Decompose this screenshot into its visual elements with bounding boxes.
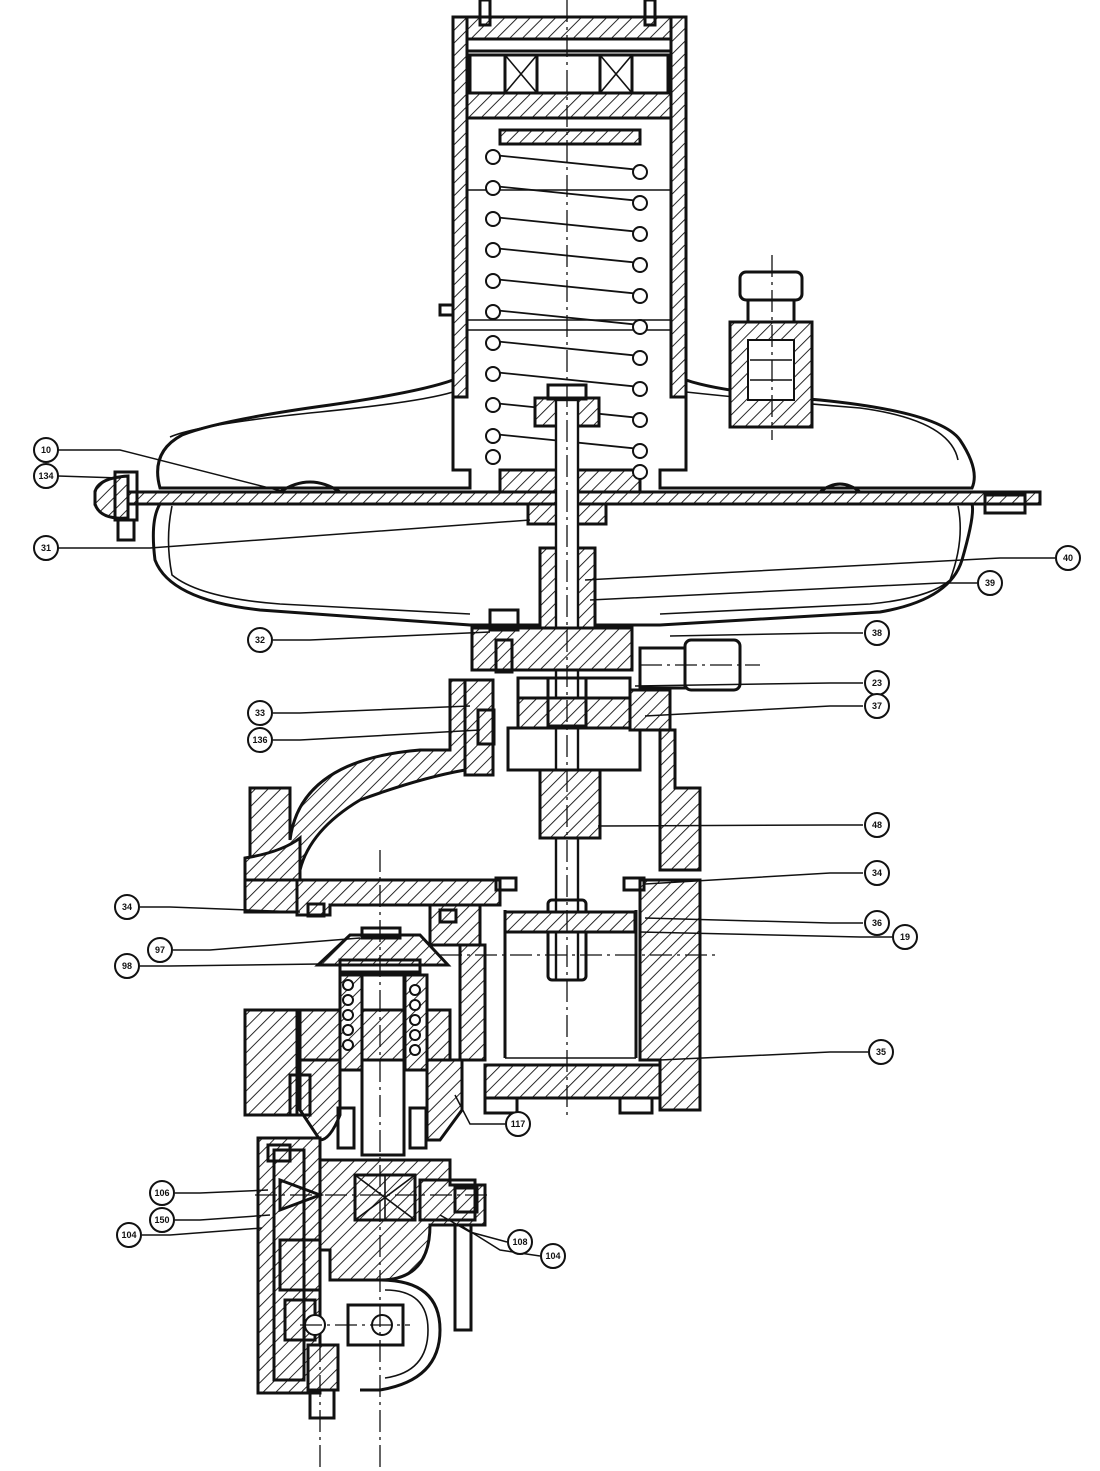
lower-valve [288, 926, 464, 1157]
callout-label: 104 [121, 1230, 136, 1240]
callout-label: 106 [154, 1188, 169, 1198]
callout-10: 10 [33, 437, 59, 463]
callout-label: 134 [38, 471, 53, 481]
callout-34-right: 34 [864, 860, 890, 886]
callout-label: 38 [872, 628, 882, 638]
callout-117: 117 [505, 1111, 531, 1137]
callout-48: 48 [864, 812, 890, 838]
center-lines [255, 0, 773, 1471]
callout-39: 39 [977, 570, 1003, 596]
callout-40: 40 [1055, 545, 1081, 571]
pilot-body [256, 1136, 487, 1420]
callout-150: 150 [149, 1207, 175, 1233]
callout-98: 98 [114, 953, 140, 979]
callout-134: 134 [33, 463, 59, 489]
callout-label: 10 [41, 445, 51, 455]
callout-label: 40 [1063, 553, 1073, 563]
callout-37: 37 [864, 693, 890, 719]
callout-label: 37 [872, 701, 882, 711]
callouts: 10 134 31 40 39 32 38 23 [33, 437, 1081, 1269]
callout-32: 32 [247, 627, 273, 653]
callout-23: 23 [864, 670, 890, 696]
callout-label: 23 [872, 678, 882, 688]
callout-38: 38 [864, 620, 890, 646]
callout-31: 31 [33, 535, 59, 561]
callout-label: 19 [900, 932, 910, 942]
vent-fitting [728, 270, 814, 429]
callout-97: 97 [147, 937, 173, 963]
callout-104-left: 104 [116, 1222, 142, 1248]
callout-label: 34 [872, 868, 882, 878]
callout-label: 36 [872, 918, 882, 928]
callout-label: 32 [255, 635, 265, 645]
callout-label: 34 [122, 902, 132, 912]
callout-106: 106 [149, 1180, 175, 1206]
callout-label: 117 [511, 1119, 526, 1129]
callout-19: 19 [892, 924, 918, 950]
callout-34-left: 34 [114, 894, 140, 920]
callout-35: 35 [868, 1039, 894, 1065]
callout-136: 136 [247, 727, 273, 753]
callout-label: 31 [41, 543, 51, 553]
callout-label: 33 [255, 708, 265, 718]
callout-label: 104 [545, 1251, 560, 1261]
spring-housing [438, 0, 688, 494]
callout-label: 108 [512, 1237, 527, 1247]
callout-104-right: 104 [540, 1243, 566, 1269]
callout-label: 35 [876, 1047, 886, 1057]
callout-label: 48 [872, 820, 882, 830]
callout-33: 33 [247, 700, 273, 726]
callout-36: 36 [864, 910, 890, 936]
callout-label: 136 [252, 735, 267, 745]
callout-label: 150 [154, 1215, 169, 1225]
callout-label: 98 [122, 961, 132, 971]
stem-assembly [463, 383, 742, 982]
callout-label: 39 [985, 578, 995, 588]
valve-body [243, 678, 702, 1117]
callout-108: 108 [507, 1229, 533, 1255]
main-spring [485, 149, 648, 480]
callout-label: 97 [155, 945, 165, 955]
